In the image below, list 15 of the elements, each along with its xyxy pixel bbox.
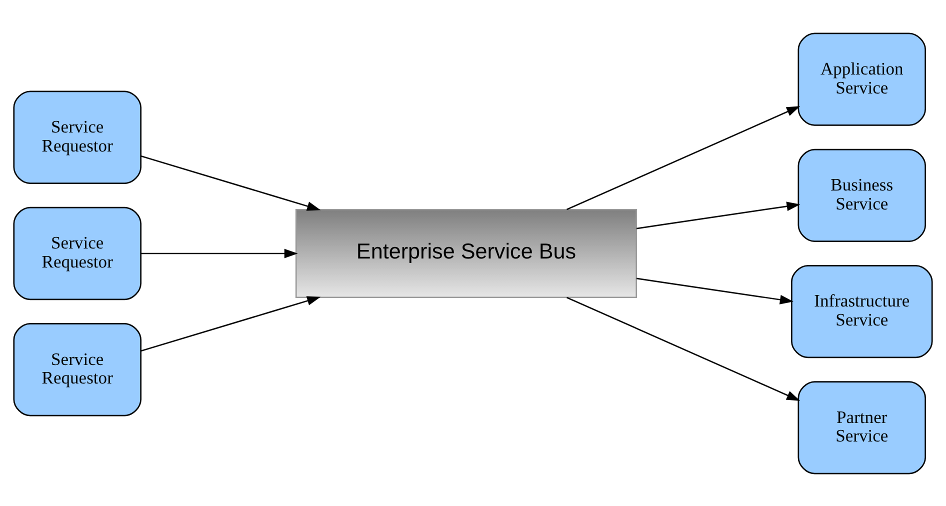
node-box: Application Service (798, 32, 926, 126)
node-box: Business Service (798, 148, 926, 242)
arrow (141, 155, 321, 210)
arrow (141, 296, 321, 351)
arrow (636, 277, 794, 304)
node-box: Service Requestor (13, 90, 142, 184)
node-box: Enterprise Service Bus (295, 208, 638, 298)
node-box: Infrastructure Service (791, 264, 933, 358)
arrow (141, 248, 298, 258)
arrow (566, 106, 800, 210)
arrow (636, 201, 800, 229)
arrow (566, 296, 800, 400)
node-box: Service Requestor (13, 322, 142, 416)
node-box: Partner Service (798, 380, 926, 474)
node-box: Service Requestor (13, 206, 142, 300)
